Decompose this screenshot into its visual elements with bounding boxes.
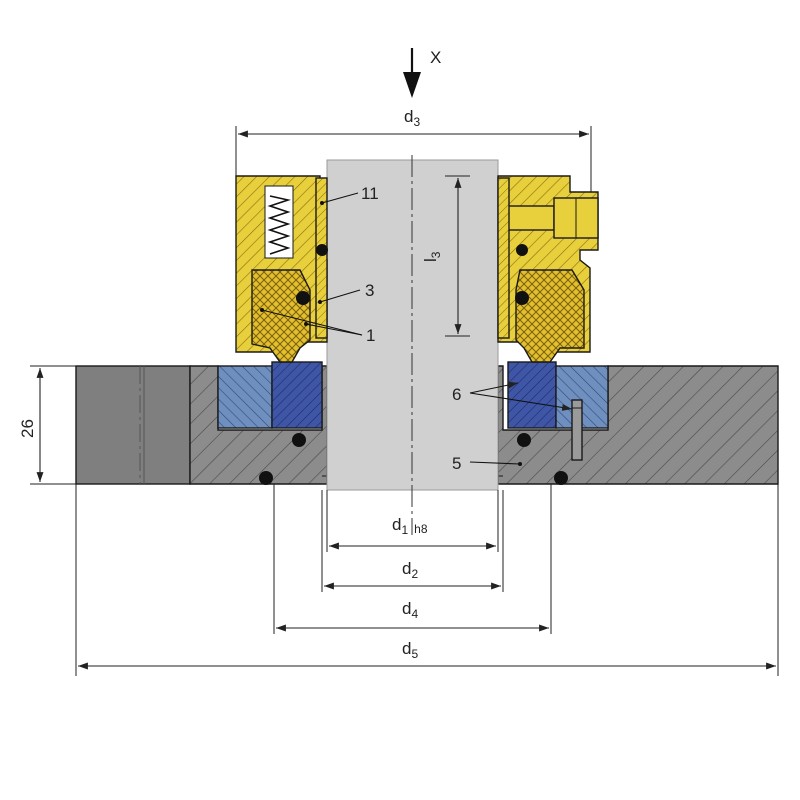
callout-11-label: 11 <box>361 184 379 203</box>
view-arrow-x: X <box>403 48 441 98</box>
rotating-unit <box>235 175 599 363</box>
spring <box>267 195 291 255</box>
o-rings <box>259 244 568 485</box>
view-label: X <box>430 48 441 67</box>
callout-1-label: 1 <box>366 326 375 345</box>
dim-l3: l3 <box>421 175 470 337</box>
seat-left-inner <box>271 361 323 429</box>
dim-d3: d3 <box>235 107 592 192</box>
d5-label: d5 <box>402 639 418 661</box>
set-screw <box>507 205 555 231</box>
callout-6: 6 <box>452 381 573 411</box>
callout-3: 3 <box>318 281 374 304</box>
sleeve-left <box>315 177 328 339</box>
sleeve-right <box>497 177 510 339</box>
dim-d2: d2 <box>321 490 504 592</box>
callout-6-label: 6 <box>452 385 461 404</box>
anti-rotation-pin <box>571 399 583 461</box>
callout-5: 5 <box>452 454 522 473</box>
d4-label: d4 <box>402 599 418 621</box>
d2-label: d2 <box>402 559 418 581</box>
stationary-seats <box>217 361 609 461</box>
seat-right-inner <box>507 361 557 429</box>
height-label: 26 <box>18 419 37 438</box>
dim-d4: d4 <box>273 484 552 634</box>
callout-5-label: 5 <box>452 454 461 473</box>
gland-plate <box>75 365 779 485</box>
dim-height: 26 <box>18 365 76 485</box>
rotating-face-left <box>251 269 311 363</box>
spring-pocket <box>264 185 294 259</box>
d3-label: d3 <box>404 107 420 129</box>
callout-11: 11 <box>320 184 379 205</box>
gland-left-block <box>75 365 191 485</box>
seat-left-outer <box>217 365 273 429</box>
callout-3-label: 3 <box>365 281 374 300</box>
rotating-face-right <box>515 269 585 363</box>
dim-d5: d5 <box>75 484 779 676</box>
callout-1: 1 <box>260 308 375 345</box>
l3-label: l3 <box>421 251 443 262</box>
